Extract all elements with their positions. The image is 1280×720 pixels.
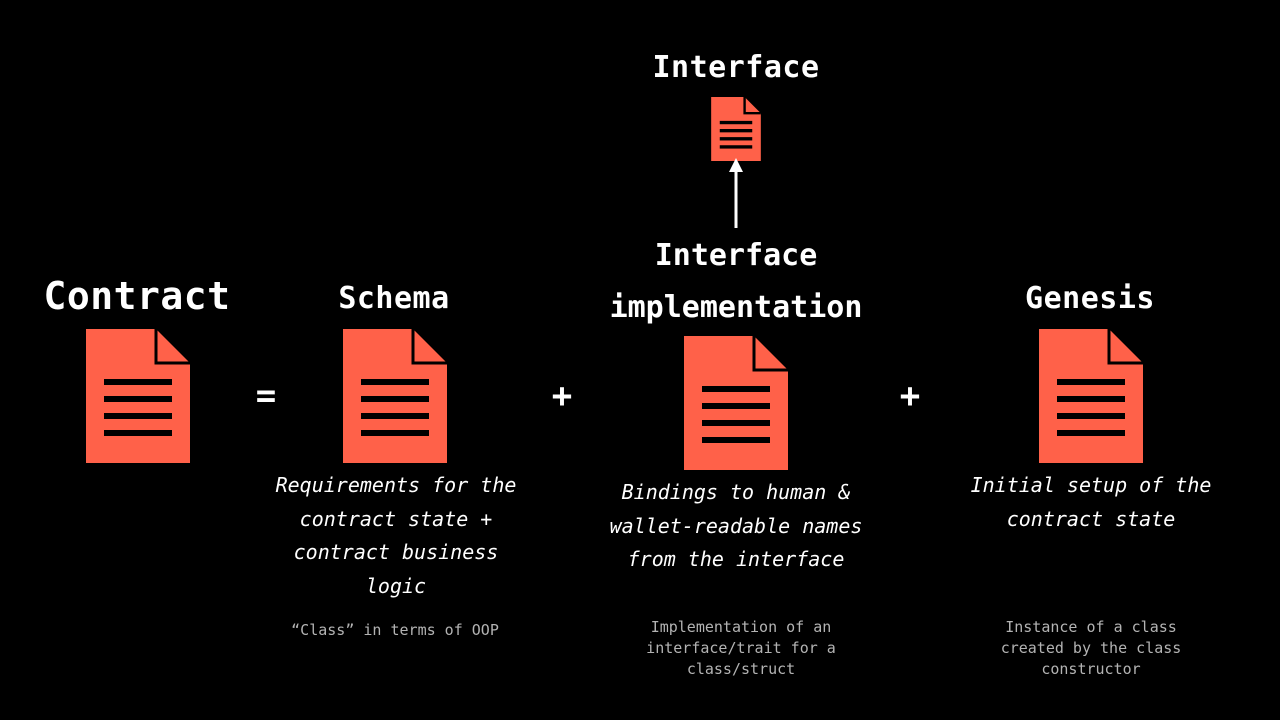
interface-implementation-note: Implementation of an interface/trait for… — [646, 618, 836, 678]
genesis-title: Genesis — [1025, 281, 1155, 316]
interface-document-icon — [711, 97, 761, 161]
interface-implementation-title: Interface implementation — [609, 238, 863, 325]
interface-title: Interface — [652, 50, 820, 85]
schema-description: Requirements for the contract state + co… — [275, 473, 517, 598]
implements-arrow — [729, 158, 743, 228]
plus-operator: + — [899, 376, 921, 416]
interface-implementation-document-icon — [684, 336, 788, 470]
contract-document-icon — [86, 329, 190, 463]
interface-implementation-description: Bindings to human & wallet-readable name… — [609, 480, 863, 571]
genesis-note: Instance of a class created by the class… — [1000, 618, 1182, 678]
genesis-document-icon — [1039, 329, 1143, 463]
equals-operator: = — [255, 376, 277, 416]
schema-title: Schema — [338, 281, 450, 316]
genesis-description: Initial setup of the contract state — [970, 473, 1212, 531]
schema-document-icon — [343, 329, 447, 463]
contract-title: Contract — [43, 274, 231, 318]
schema-note: “Class” in terms of OOP — [291, 621, 499, 639]
plus-operator: + — [551, 376, 573, 416]
